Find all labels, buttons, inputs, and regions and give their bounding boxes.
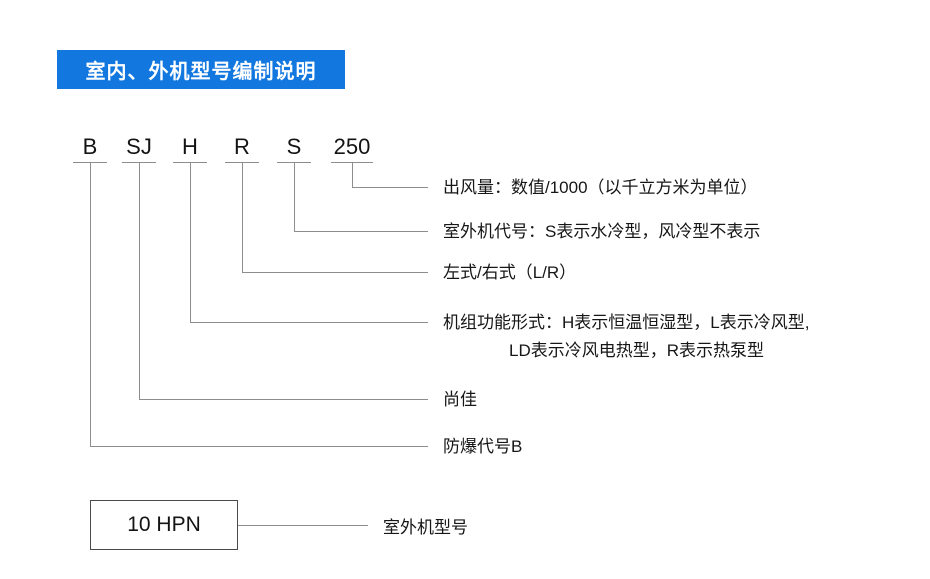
leader-vline-h (190, 162, 191, 322)
page-title-banner: 室内、外机型号编制说明 (57, 50, 345, 89)
leader-vline-b (90, 162, 91, 446)
leader-vline-250 (352, 162, 353, 187)
callout-text-brand: 尚佳 (443, 386, 477, 414)
model-token-250: 250 (333, 134, 371, 159)
leader-hline-250 (352, 187, 428, 188)
leader-hline-outdoor-unit (238, 525, 368, 526)
page-title: 室内、外机型号编制说明 (85, 61, 317, 83)
leader-hline-b (90, 446, 428, 447)
callout-line-function-type-2: LD表示冷风电热型，R表示热泵型 (509, 341, 765, 360)
leader-hline-sj (139, 399, 428, 400)
leader-vline-s (294, 162, 295, 231)
callout-line-brand: 尚佳 (443, 390, 477, 409)
callout-text-function-type: 机组功能形式：H表示恒温恒湿型，L表示冷风型, LD表示冷风电热型，R表示热泵型 (443, 309, 809, 365)
callout-text-explosion-proof: 防爆代号B (443, 433, 522, 461)
callout-line-outdoor-code: 室外机代号：S表示水冷型，风冷型不表示 (443, 222, 761, 241)
callout-text-outdoor-code: 室外机代号：S表示水冷型，风冷型不表示 (443, 218, 760, 246)
outdoor-unit-model-label: 10 HPN (127, 513, 201, 536)
callout-text-airflow: 出风量：数值/1000（以千立方米为单位） (443, 174, 758, 202)
leader-vline-r (242, 162, 243, 272)
leader-hline-s (294, 231, 428, 232)
model-token-s: S (286, 134, 302, 159)
callout-text-left-right: 左式/右式（L/R） (443, 259, 576, 287)
outdoor-unit-model-box: 10 HPN (90, 500, 238, 550)
callout-line-airflow: 出风量：数值/1000（以千立方米为单位） (443, 178, 758, 197)
model-token-sj: SJ (126, 134, 152, 159)
leader-hline-r (242, 272, 428, 273)
outdoor-unit-description: 室外机型号 (383, 518, 468, 537)
model-token-b: B (82, 134, 98, 159)
leader-vline-sj (139, 162, 140, 399)
callout-line-left-right: 左式/右式（L/R） (443, 263, 577, 282)
model-token-r: R (234, 134, 250, 159)
leader-hline-h (190, 322, 428, 323)
model-token-h: H (182, 134, 198, 159)
callout-line-function-type-1: 机组功能形式：H表示恒温恒湿型，L表示冷风型, (443, 313, 810, 332)
callout-line-explosion-proof: 防爆代号B (443, 437, 523, 456)
